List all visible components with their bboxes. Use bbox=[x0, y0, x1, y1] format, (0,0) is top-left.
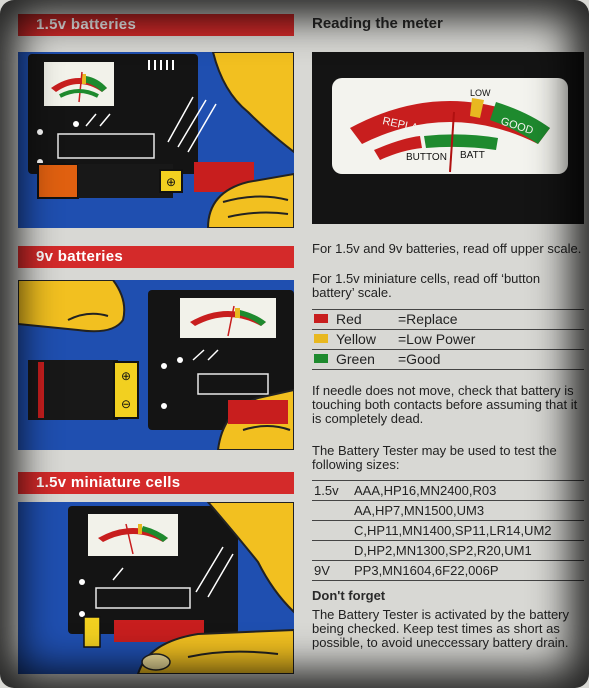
meter-button-label: BUTTON bbox=[406, 152, 447, 163]
legend-meaning: =Replace bbox=[398, 311, 458, 327]
voltage-label: 1.5v bbox=[314, 483, 339, 498]
miniature-tester-illustration bbox=[18, 502, 294, 674]
sizes-top-rule bbox=[312, 480, 584, 481]
section-banner-miniature: 1.5v miniature cells bbox=[18, 472, 294, 494]
legend-row-red: Red =Replace bbox=[312, 310, 584, 330]
battery-sizes: PP3,MN1604,6F22,006P bbox=[354, 563, 499, 578]
size-row: D,HP2,MN1300,SP2,R20,UM1 bbox=[312, 541, 584, 561]
battery-sizes: AAA,HP16,MN2400,R03 bbox=[354, 483, 497, 498]
battery-sizes: D,HP2,MN1300,SP2,R20,UM1 bbox=[354, 543, 532, 558]
section-banner-aa: 1.5v batteries bbox=[18, 14, 294, 36]
section-banner-9v: 9v batteries bbox=[18, 246, 294, 268]
meter-batt-label: BATT bbox=[460, 150, 485, 161]
size-row: 1.5v AAA,HP16,MN2400,R03 bbox=[312, 481, 584, 501]
battery-sizes: C,HP11,MN1400,SP11,LR14,UM2 bbox=[354, 523, 552, 538]
red-swatch bbox=[314, 314, 328, 323]
legend-meaning: =Good bbox=[398, 351, 441, 367]
needle-note: If needle does not move, check that batt… bbox=[312, 383, 578, 426]
size-row: 9V PP3,MN1604,6F22,006P bbox=[312, 561, 584, 581]
green-swatch bbox=[314, 354, 328, 363]
illustration-9v-battery: ⊕ ⊖ bbox=[18, 280, 294, 450]
illustration-aa-battery: ⊕ bbox=[18, 52, 294, 228]
size-row: C,HP11,MN1400,SP11,LR14,UM2 bbox=[312, 521, 584, 541]
meter-low-label: LOW bbox=[470, 88, 491, 98]
aa-tester-illustration: ⊕ bbox=[18, 52, 294, 228]
dont-forget-heading: Don't forget bbox=[312, 588, 386, 603]
legend-top-rule bbox=[312, 309, 584, 310]
size-row: AA,HP7,MN1500,UM3 bbox=[312, 501, 584, 521]
dont-forget-body: The Battery Tester is activated by the b… bbox=[312, 607, 569, 650]
legend-color-name: Yellow bbox=[336, 331, 376, 347]
svg-text:⊖: ⊖ bbox=[121, 397, 131, 411]
meter-heading: Reading the meter bbox=[312, 15, 443, 32]
legend-row-green: Green =Good bbox=[312, 350, 584, 370]
upper-scale-instruction: For 1.5v and 9v batteries, read off uppe… bbox=[312, 241, 582, 256]
legend-color-name: Green bbox=[336, 351, 375, 367]
svg-text:⊕: ⊕ bbox=[121, 369, 131, 383]
legend-color-name: Red bbox=[336, 311, 362, 327]
nine-v-tester-illustration: ⊕ ⊖ bbox=[18, 280, 294, 450]
legend-row-yellow: Yellow =Low Power bbox=[312, 330, 584, 350]
svg-text:⊕: ⊕ bbox=[166, 175, 176, 189]
sizes-intro: The Battery Tester may be used to test t… bbox=[312, 443, 557, 472]
yellow-swatch bbox=[314, 334, 328, 343]
illustration-miniature-cell bbox=[18, 502, 294, 674]
voltage-label: 9V bbox=[314, 563, 330, 578]
legend-meaning: =Low Power bbox=[398, 331, 476, 347]
button-scale-instruction: For 1.5v miniature cells, read off ‘butt… bbox=[312, 271, 541, 300]
battery-sizes: AA,HP7,MN1500,UM3 bbox=[354, 503, 485, 518]
meter-scale-illustration: REPLACE LOW GOOD BUTTON BATT bbox=[312, 52, 584, 224]
meter-diagram: REPLACE LOW GOOD BUTTON BATT bbox=[312, 52, 584, 224]
